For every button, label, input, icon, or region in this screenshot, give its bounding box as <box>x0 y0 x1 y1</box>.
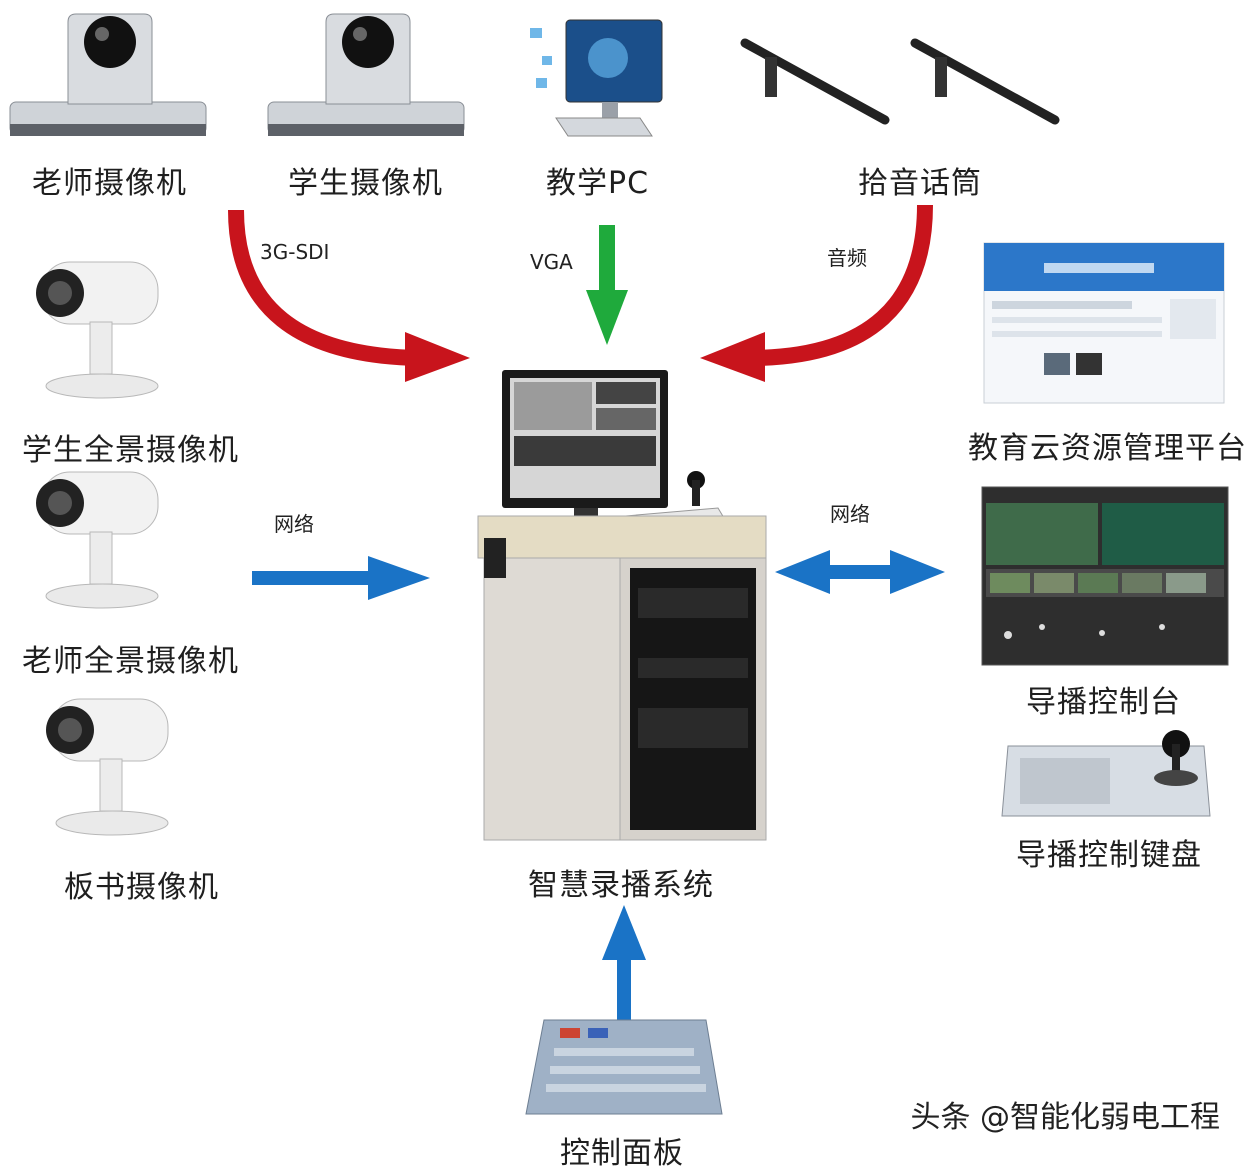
audio-label: 音频 <box>827 246 867 270</box>
teacher-panorama-camera-label: 老师全景摄像机 <box>22 644 239 679</box>
control-panel-label: 控制面板 <box>560 1136 684 1171</box>
blackboard-camera-label: 板书摄像机 <box>64 870 219 905</box>
teaching-pc-label: 教学PC <box>546 166 650 201</box>
director-keyboard-icon <box>1001 730 1211 817</box>
director-console-label: 导播控制台 <box>1026 685 1181 720</box>
student-camera-icon <box>267 13 465 136</box>
audio-arrow <box>754 204 933 366</box>
blackboard-camera-icon <box>46 698 169 836</box>
teacher-panorama-camera-icon <box>36 471 159 609</box>
pickup-mic-icon <box>740 38 1060 125</box>
sdi-arrow <box>228 209 421 366</box>
control-panel-icon <box>525 1019 723 1115</box>
pickup-mic-label: 拾音话筒 <box>858 166 982 201</box>
cloud-platform-icon <box>983 242 1225 404</box>
student-panorama-camera-icon <box>36 261 159 399</box>
network-left-label: 网络 <box>274 512 314 536</box>
sdi-label: 3G-SDI <box>260 240 330 264</box>
network-right-label: 网络 <box>830 502 870 526</box>
vga-label: VGA <box>530 250 573 274</box>
teacher-camera-label: 老师摄像机 <box>32 166 187 201</box>
watermark: 头条 @智能化弱电工程 <box>910 1100 1220 1135</box>
director-console-icon <box>981 486 1229 666</box>
teacher-camera-icon <box>9 13 207 136</box>
recording-system-icon <box>477 370 767 841</box>
recording-system-label: 智慧录播系统 <box>528 868 714 903</box>
teaching-pc-icon <box>530 19 663 137</box>
student-camera-label: 学生摄像机 <box>288 166 443 201</box>
cloud-platform-label: 教育云资源管理平台 <box>968 431 1247 466</box>
student-panorama-camera-label: 学生全景摄像机 <box>22 433 239 468</box>
director-keyboard-label: 导播控制键盘 <box>1016 838 1202 873</box>
